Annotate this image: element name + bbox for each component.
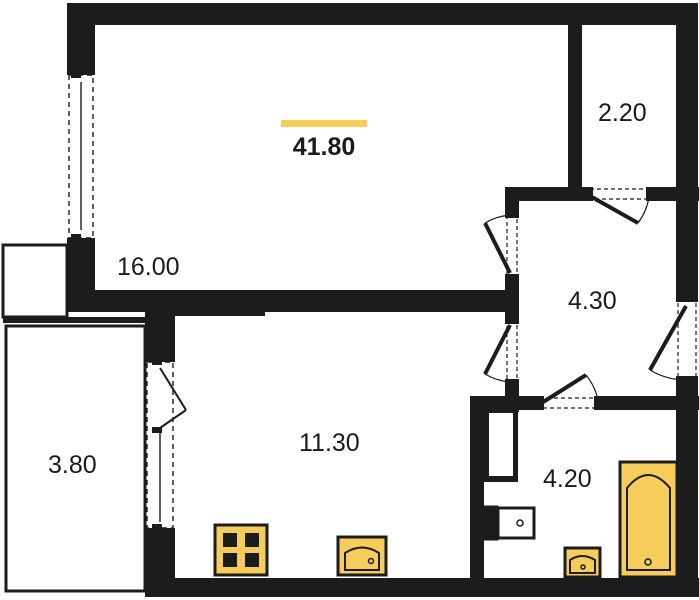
shaft-hole xyxy=(489,413,513,476)
wall-kitchen-left-a xyxy=(145,290,175,362)
total-area: 41.80 xyxy=(281,120,367,160)
wall-hall-left-a xyxy=(505,187,519,215)
wall-hall-left-b xyxy=(505,277,519,321)
toilet-icon xyxy=(483,505,536,541)
wall-right-upper xyxy=(676,3,698,300)
room-area-balcony: 3.80 xyxy=(48,451,97,479)
wall-living-kitchen xyxy=(67,290,519,312)
room-area-living: 16.00 xyxy=(117,253,180,281)
wall-storage-left xyxy=(568,3,582,200)
door-kitchen xyxy=(483,320,518,383)
wall-right-lower xyxy=(676,380,698,597)
door-storage xyxy=(589,188,650,225)
wall-bath-top-a xyxy=(470,396,540,410)
wall-storage-bottom-b xyxy=(649,187,699,201)
room-area-kitchen: 11.30 xyxy=(299,429,360,457)
wall-bath-left xyxy=(470,396,484,597)
stove-icon xyxy=(213,523,269,577)
wall-top xyxy=(67,3,698,25)
bathtub-icon xyxy=(618,460,679,579)
total-area-accent-bar xyxy=(281,120,367,127)
total-area-value: 41.80 xyxy=(292,133,356,161)
room-area-hallway: 4.30 xyxy=(568,287,617,315)
wall-bath-top-b xyxy=(598,396,699,410)
walls xyxy=(67,3,699,597)
wall-bottom xyxy=(145,578,699,597)
kitchen-sink-icon xyxy=(336,535,388,577)
bathroom-sink-icon xyxy=(563,546,602,579)
wall-storage-bottom-a xyxy=(505,187,590,201)
balcony-rail xyxy=(3,317,145,323)
room-area-storage: 2.20 xyxy=(598,99,647,127)
door-entrance xyxy=(648,299,697,381)
wall-left-top xyxy=(67,3,95,75)
door-bathroom xyxy=(538,373,599,409)
doors xyxy=(483,188,697,409)
door-living xyxy=(483,214,518,278)
room-area-bathroom: 4.20 xyxy=(543,465,592,493)
fixtures xyxy=(213,460,679,579)
